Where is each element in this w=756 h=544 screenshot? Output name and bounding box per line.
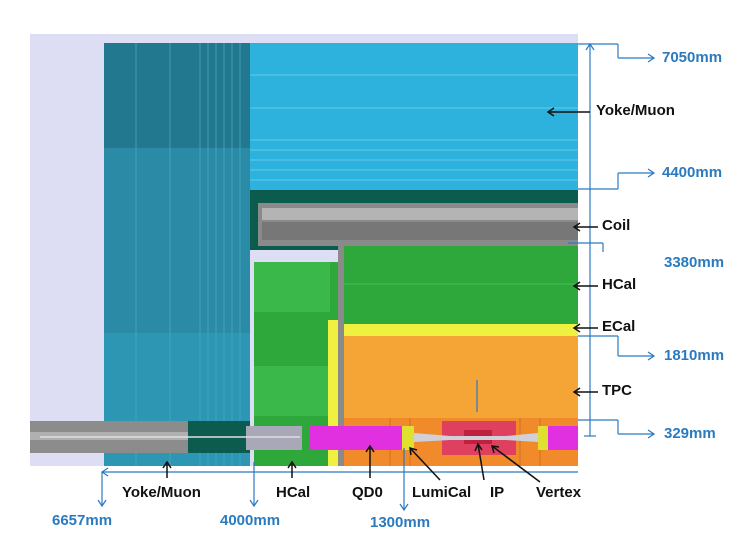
dim-1300mm: 1300mm <box>370 514 431 531</box>
label-hcal-bottom: HCal <box>276 484 311 501</box>
label-lumical: LumiCal <box>412 484 472 501</box>
qd0-right <box>548 426 578 450</box>
dim-4000mm: 4000mm <box>220 512 281 529</box>
dim-329mm: 329mm <box>664 425 716 442</box>
label-qd0: QD0 <box>352 484 383 501</box>
label-vertex: Vertex <box>536 484 582 501</box>
coil-highlight <box>262 208 578 220</box>
hcal-barrel <box>344 246 578 324</box>
hcal-endcap-gap <box>338 246 344 466</box>
dim-6657mm: 6657mm <box>52 512 113 529</box>
beampipe-taper <box>414 433 538 442</box>
label-ecal: ECal <box>602 318 636 335</box>
ecal-endcap <box>328 320 338 466</box>
label-arrows <box>162 107 598 483</box>
label-coil: Coil <box>602 217 631 234</box>
coil-inner <box>262 222 578 240</box>
yoke-barrel-layers <box>250 74 578 181</box>
label-hcal-right: HCal <box>602 276 637 293</box>
yoke-endcap-mid-shade <box>104 148 250 333</box>
label-yoke-muon-right: Yoke/Muon <box>596 102 675 119</box>
dim-4400mm: 4400mm <box>662 164 723 181</box>
label-tpc: TPC <box>602 382 632 399</box>
dimension-lines <box>97 42 656 512</box>
lumical <box>402 426 414 450</box>
hcal-endcap-shade-2 <box>254 366 330 416</box>
yoke-barrel <box>250 43 578 190</box>
hcal-endcap-shade <box>254 262 330 312</box>
dim-3380mm: 3380mm <box>664 254 725 271</box>
beampipe-outer-highlight <box>30 432 188 440</box>
yoke-endcap-top-shade <box>104 43 250 148</box>
ecal-barrel <box>344 324 578 336</box>
yoke-endcap-layers <box>135 43 241 466</box>
lumical-right <box>538 426 548 450</box>
beampipe-inner <box>246 426 302 450</box>
qd0 <box>310 426 402 450</box>
dim-1810mm: 1810mm <box>664 347 725 364</box>
label-yoke-muon-bottom: Yoke/Muon <box>122 484 201 501</box>
dim-7050mm: 7050mm <box>662 49 723 66</box>
label-ip: IP <box>490 484 505 501</box>
